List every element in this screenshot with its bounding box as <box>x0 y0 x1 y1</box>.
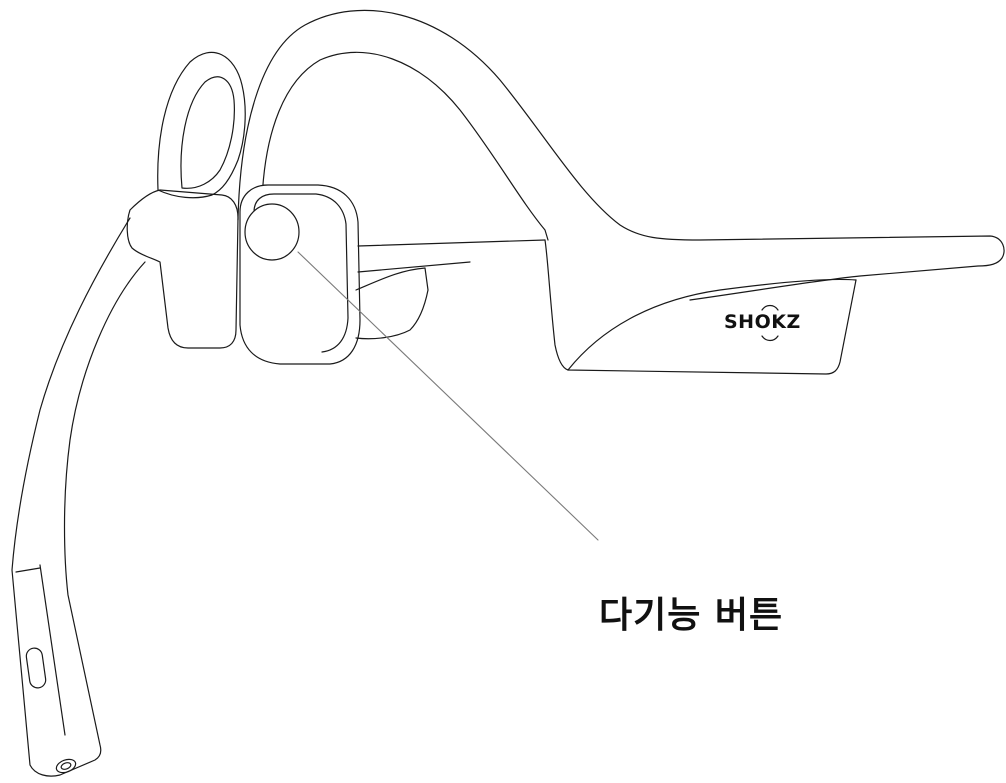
microphone-tip-inner <box>60 762 72 770</box>
headband-arc <box>237 9 1005 301</box>
microphone-boom <box>11 217 146 777</box>
connector-arm <box>357 239 546 247</box>
multifunction-button-icon[interactable] <box>244 203 300 261</box>
battery-pod <box>544 239 857 375</box>
rear-ear-hook-inner <box>180 76 235 189</box>
brand-logo: SHOKZ <box>724 311 801 333</box>
callout-leader-line <box>297 251 599 541</box>
logo-wave-icon-lower <box>761 335 779 342</box>
battery-pod-curve <box>567 278 857 371</box>
headband-arc-inner <box>261 51 549 241</box>
logo-wave-icon <box>761 304 779 311</box>
lower-link <box>355 267 429 340</box>
rear-module <box>126 189 239 349</box>
microphone-boom-edge <box>15 567 41 573</box>
transducer-housing-inner <box>253 193 349 353</box>
connector-arm-lower <box>357 261 471 273</box>
rear-ear-hook <box>157 51 246 199</box>
microphone-boom-icon <box>55 758 77 774</box>
microphone-boom-inner <box>39 564 66 736</box>
microphone-side-button <box>25 647 47 689</box>
callout-label: 다기능 버튼 <box>599 595 784 636</box>
